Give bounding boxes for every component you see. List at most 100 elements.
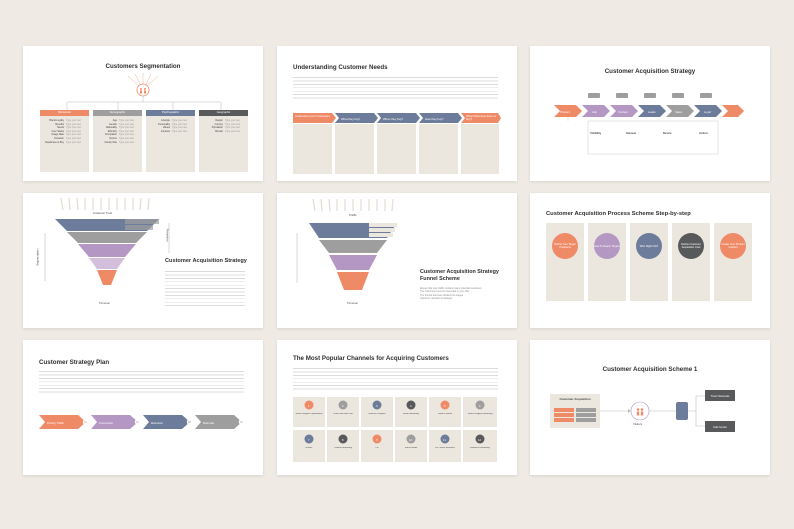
channel-number: 3 <box>376 403 378 408</box>
step-label: How they buy? <box>425 116 444 121</box>
channel-number: 12 <box>478 437 482 442</box>
channel-label: Content Marketing <box>334 447 352 449</box>
bullet-item: The customers must be interested in your… <box>420 290 470 294</box>
side-label-left: Segmentation <box>35 248 40 266</box>
chevron-label: Product <box>560 109 570 114</box>
slide-funnel-scheme[interactable]: Traffic Turnover Customer Acquisition St… <box>277 193 517 328</box>
chevron-label: Loyal <box>704 109 711 114</box>
funnel-bottom-label: Turnover <box>347 301 359 305</box>
slide-title: Customer Acquisition Strategy Funnel Sch… <box>420 269 499 282</box>
column-label: Visibility <box>590 131 602 135</box>
channels-grid <box>293 397 497 462</box>
slide-process-scheme[interactable]: Customer Acquisition Process Scheme Step… <box>530 193 770 328</box>
slide-title: Customer Strategy Plan <box>39 359 110 366</box>
side-label-right: Promotion <box>165 228 170 242</box>
funnel-top-label: Traffic <box>349 213 357 217</box>
channel-label: PR <box>375 447 379 449</box>
channel-number: 11 <box>443 437 446 442</box>
slide-acquisition-scheme[interactable]: Customer Acquisition Scheme 1 Customer A… <box>530 340 770 475</box>
channel-label: Search Engine Optimization <box>295 413 323 415</box>
steps-arrows <box>293 113 501 174</box>
column-label: Action <box>699 131 708 135</box>
header-psychographic: Psychographic <box>146 110 195 116</box>
channel-label: Direct Mail and Print <box>333 413 353 415</box>
chevron-label: Contest <box>618 109 628 114</box>
channel-number: 4 <box>410 403 412 408</box>
step-label: What they buy? <box>341 116 361 121</box>
intro-text-placeholder <box>293 367 498 391</box>
slide-title: Customer Acquisition Strategy <box>604 68 696 75</box>
channel-number: 5 <box>444 403 446 408</box>
step-circle: Define Customer Acquisition Cost <box>678 233 704 259</box>
step-circle: Create Your Product Content <box>720 233 746 259</box>
slide-title: Customer Acquisition Scheme 1 <box>602 366 698 373</box>
intro-text-placeholder <box>39 370 244 395</box>
scheme-diagram <box>550 390 735 432</box>
description-placeholder <box>165 270 245 306</box>
column-behavioral <box>40 110 89 172</box>
step-label: What influences them to buy? <box>466 115 496 121</box>
channel-number: 1 <box>308 403 310 408</box>
channel-number: 10 <box>409 437 413 442</box>
slide-title: Understanding Customer Needs <box>293 64 388 71</box>
channel-label: Influencer Marketing <box>470 447 490 449</box>
chevron-label: Sales <box>675 109 682 114</box>
channel-label: Social Media <box>404 447 418 449</box>
plan-step-number: 02 <box>136 420 139 424</box>
slide-title: Customer Acquisition Strategy <box>165 258 247 264</box>
step-label: When they buy? <box>383 116 404 121</box>
header-behavioral: Behavioral <box>40 110 89 116</box>
plan-step-number: 04 <box>240 420 243 424</box>
right-bottom-label: Call Center <box>713 425 727 429</box>
channel-label: Word of Mouth <box>437 413 453 415</box>
plan-arrows <box>39 415 246 429</box>
funnel-bottom-label: Turnover <box>99 301 111 305</box>
column-label: Desire <box>663 131 672 135</box>
funnel-scheme-diagram <box>296 198 397 290</box>
channel-label: PR Online Relations <box>435 447 455 449</box>
bullet-item: The Funnel has been divided into stages <box>420 293 464 297</box>
chevron-label: Leads <box>648 109 656 114</box>
slide-title: Customers Segmentation <box>105 63 181 70</box>
center-label: Visitors <box>633 422 643 426</box>
left-label: Customer Acquisition <box>559 398 591 401</box>
channel-label: Referral Program <box>368 413 386 415</box>
channel-label: Search Engine Marketing <box>467 413 493 415</box>
column-label: Interest <box>626 131 637 135</box>
channel-number: 2 <box>342 403 344 408</box>
plan-step-number: 03 <box>188 420 191 424</box>
intro-text-placeholder <box>293 76 498 100</box>
slide-customer-acquisition-strategy-funnel[interactable]: Customer Trust Turnover Segmentation Pro… <box>23 193 263 328</box>
channel-number: 8 <box>342 437 344 442</box>
funnel-top-label: Customer Trust <box>93 211 113 215</box>
segmentation-diagram <box>66 73 222 110</box>
chevron-flow <box>554 93 744 155</box>
channel-label: Events <box>305 447 313 449</box>
plan-step-label: Driving Traffic <box>47 420 65 425</box>
people-icon <box>136 83 150 97</box>
plan-step-number: 01 <box>84 420 87 424</box>
right-top-label: Trust Channels <box>710 394 730 398</box>
channel-number: 9 <box>376 437 378 442</box>
header-demographic: Demographic <box>93 110 142 116</box>
slide-customer-acquisition-strategy-chevrons[interactable]: Customer Acquisition Strategy Product Ad… <box>530 46 770 181</box>
bullet-item: Customer retention is strategic <box>420 297 453 301</box>
slide-popular-channels[interactable]: The Most Popular Channels for Acquiring … <box>277 340 517 475</box>
bullet-item: Ensure that your traffic contains many p… <box>420 287 482 290</box>
channel-number: 6 <box>479 403 481 408</box>
channel-label: Email Marketing <box>403 413 419 415</box>
slide-title: Customer Acquisition Process Scheme Step… <box>546 211 691 217</box>
header-geographic: Geographic <box>199 110 248 116</box>
step-circle: How To Reach Targets <box>594 233 620 259</box>
funnel-diagram <box>44 197 170 285</box>
chevron-label: Ads <box>592 109 597 114</box>
slide-understanding-customer-needs[interactable]: Understanding Customer Needs Understand … <box>277 46 517 181</box>
slide-customers-segmentation[interactable]: Customers Segmentation Behavioral Demogr… <box>23 46 263 181</box>
plan-step-label: Conversion <box>99 420 114 425</box>
step-label: Understand your Customers <box>295 115 330 118</box>
step-circle: Define Your Target Prospects <box>552 233 578 259</box>
slide-customer-strategy-plan[interactable]: Customer Strategy Plan Driving Traffic C… <box>23 340 263 475</box>
